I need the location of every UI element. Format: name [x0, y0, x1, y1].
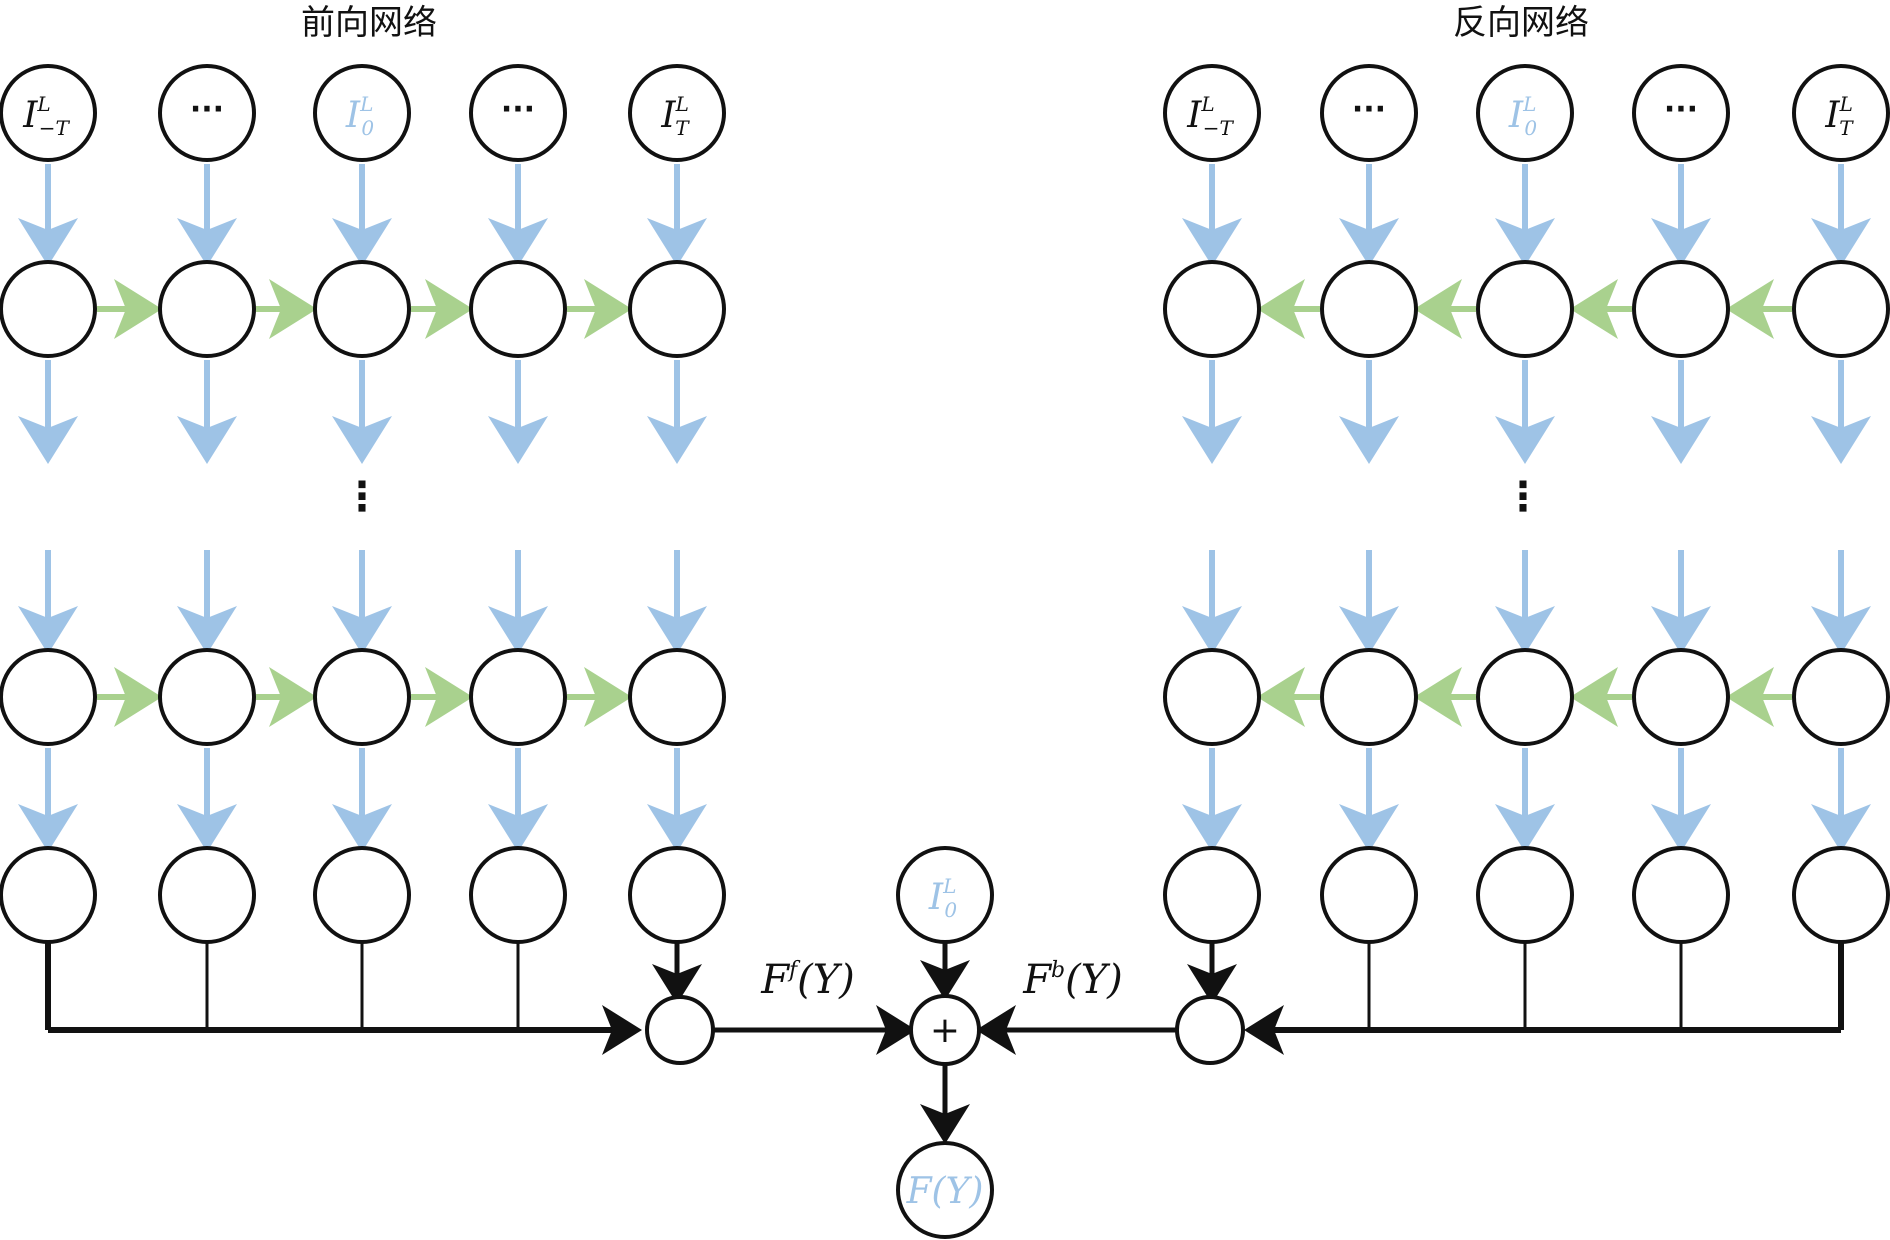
- forward-input-label-0: IL−T: [22, 92, 70, 140]
- backward-lstm-cell-layerN: [1792, 648, 1890, 746]
- backward-lstm-cell-layerN: [1163, 648, 1261, 746]
- forward-lstm-cell-layerN: [628, 648, 726, 746]
- backward-output-node: [1632, 846, 1730, 944]
- forward-output-node: [313, 846, 411, 944]
- backward-lstm-cell-layer1: [1320, 260, 1418, 358]
- backward-lstm-cell-layerN: [1320, 648, 1418, 746]
- final-output-label: F(Y): [906, 1171, 984, 1212]
- forward-lstm-cell-layer1: [0, 260, 97, 358]
- backward-output-node: [1163, 846, 1261, 944]
- forward-lstm-cell-layerN: [158, 648, 256, 746]
- forward-input-node: [0, 64, 97, 162]
- forward-lstm-cell-layer1: [628, 260, 726, 358]
- backward-network-title: 反向网络: [1453, 3, 1589, 43]
- forward-input-node: [469, 64, 567, 162]
- forward-input-ellipsis-3: ···: [501, 92, 535, 127]
- backward-lstm-cell-layer1: [1632, 260, 1730, 358]
- forward-layer-ellipsis: ⋮: [342, 474, 382, 520]
- forward-input-node: [628, 64, 726, 162]
- backward-lstm-cell-layerN: [1632, 648, 1730, 746]
- forward-lstm-cell-layer1: [313, 260, 411, 358]
- forward-output-node: [628, 846, 726, 944]
- forward-output-node: [158, 846, 256, 944]
- backward-input-node: [1632, 64, 1730, 162]
- sum-node: [909, 994, 981, 1066]
- forward-network-title: 前向网络: [301, 3, 437, 43]
- forward-output-node: [469, 846, 567, 944]
- center-input-node: [896, 846, 994, 944]
- backward-lstm-cell-layerN: [1476, 648, 1574, 746]
- backward-lstm-cell-layer1: [1476, 260, 1574, 358]
- forward-lstm-cell-layerN: [313, 648, 411, 746]
- forward-input-ellipsis-1: ···: [190, 92, 224, 127]
- forward-input-node: [313, 64, 411, 162]
- backward-output-node: [1320, 846, 1418, 944]
- backward-output-node: [1476, 846, 1574, 944]
- backward-input-node: [1476, 64, 1574, 162]
- forward-lstm-cell-layerN: [0, 648, 97, 746]
- backward-input-label-0: IL−T: [1186, 92, 1234, 140]
- backward-input-node: [1163, 64, 1261, 162]
- forward-input-node: [158, 64, 256, 162]
- forward-lstm-cell-layer1: [158, 260, 256, 358]
- backward-lstm-cell-layer1: [1792, 260, 1890, 358]
- nodes-layer: [0, 64, 1890, 1239]
- backward-layer-ellipsis: ⋮: [1503, 474, 1543, 520]
- final-output-node: [896, 1141, 994, 1239]
- forward-output-node: [0, 846, 97, 944]
- sum-plus-symbol: +: [930, 1010, 960, 1051]
- forward-output-label: Ff(Y): [760, 957, 855, 1003]
- forward-concat-node: [645, 995, 715, 1065]
- backward-output-node: [1792, 846, 1890, 944]
- backward-input-node: [1320, 64, 1418, 162]
- backward-lstm-cell-layer1: [1163, 260, 1261, 358]
- forward-lstm-cell-layerN: [469, 648, 567, 746]
- backward-input-ellipsis-3: ···: [1664, 92, 1698, 127]
- backward-output-label: Fb(Y): [1022, 957, 1122, 1003]
- backward-input-node: [1792, 64, 1890, 162]
- backward-concat-node: [1175, 995, 1245, 1065]
- backward-input-ellipsis-1: ···: [1352, 92, 1386, 127]
- forward-lstm-cell-layer1: [469, 260, 567, 358]
